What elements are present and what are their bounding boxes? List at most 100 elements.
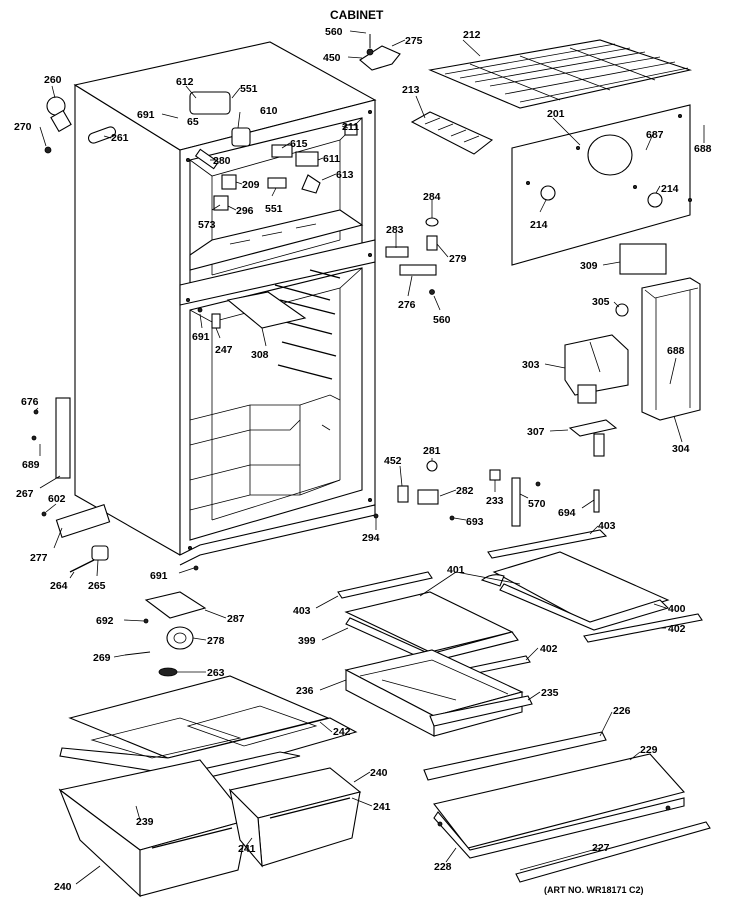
callout-label: 239 [136, 816, 154, 828]
callout-label: 296 [236, 205, 254, 217]
callout-label: 261 [111, 132, 129, 144]
callout-label: 309 [580, 260, 598, 272]
wire-shelf-icon [428, 39, 693, 109]
callout-label: 303 [522, 359, 540, 371]
callout-label: 277 [30, 552, 48, 564]
callout-label: 688 [694, 143, 712, 155]
callout-label: 602 [48, 493, 66, 505]
callout-label: 212 [463, 29, 481, 41]
callout-label: 240 [370, 767, 388, 779]
callout-label: 401 [447, 564, 465, 576]
callout-label: 275 [405, 35, 423, 47]
callout-label: 693 [466, 516, 484, 528]
clip-icon [197, 307, 221, 329]
callout-label: 213 [402, 84, 420, 96]
leveling-leg-icon [69, 545, 199, 573]
callout-label: 263 [207, 667, 225, 679]
callout-label: 279 [449, 253, 467, 265]
callout-label: 241 [373, 801, 391, 813]
evaporator-cover-icon [511, 104, 693, 266]
callout-label: 226 [613, 705, 631, 717]
callout-label: 287 [227, 613, 245, 625]
callout-label: 308 [251, 349, 269, 361]
control-assembly-icon [189, 91, 358, 211]
callout-label: 270 [14, 121, 32, 133]
callout-label: 612 [176, 76, 194, 88]
callout-label: 692 [96, 615, 114, 627]
callout-label: 610 [260, 105, 278, 117]
ice-tray-icon [410, 111, 494, 155]
callout-label: 305 [592, 296, 610, 308]
callout-label: 304 [672, 443, 690, 455]
callout-label: 65 [187, 116, 199, 128]
callout-label: 687 [646, 129, 664, 141]
callout-label: 688 [667, 345, 685, 357]
art-number: (ART NO. WR18171 C2) [544, 885, 644, 895]
callout-label: 573 [198, 219, 216, 231]
leader-lines [35, 30, 705, 885]
callout-label: 282 [456, 485, 474, 497]
callout-label: 691 [192, 331, 210, 343]
water-valve-icon [44, 96, 72, 154]
callout-label: 402 [668, 623, 686, 635]
callout-label: 570 [528, 498, 546, 510]
callout-label: 227 [592, 842, 610, 854]
callout-label: 284 [423, 191, 441, 203]
callout-label: 691 [150, 570, 168, 582]
callout-label: 294 [362, 532, 380, 544]
callout-label: 264 [50, 580, 68, 592]
bottom-shelf-icon [423, 731, 711, 883]
callout-label: 307 [527, 426, 545, 438]
callout-label: 240 [54, 881, 72, 893]
callout-label: 241 [238, 843, 256, 855]
callout-label: 228 [434, 861, 452, 873]
callout-label: 551 [265, 203, 283, 215]
callout-label: 242 [333, 726, 351, 738]
side-bracket-icon [31, 397, 111, 538]
callout-label: 450 [323, 52, 341, 64]
callout-label: 214 [661, 183, 679, 195]
crisper-drawer-icon [344, 649, 533, 737]
callout-label: 247 [215, 344, 233, 356]
callout-label: 560 [433, 314, 451, 326]
callout-label: 694 [558, 507, 576, 519]
rating-label-icon [619, 243, 667, 275]
callout-label: 233 [486, 495, 504, 507]
callout-label: 691 [137, 109, 155, 121]
callout-label: 400 [668, 603, 686, 615]
callout-label: 399 [298, 635, 316, 647]
callout-label: 267 [16, 488, 34, 500]
fan-motor-parts-icon [124, 591, 207, 677]
damper-control-icon [564, 303, 629, 457]
callout-label: 283 [386, 224, 404, 236]
top-hinge-icon [359, 34, 401, 71]
callout-label: 229 [640, 744, 658, 756]
callout-label: 269 [93, 652, 111, 664]
callout-label: 214 [530, 219, 548, 231]
callout-label: 211 [342, 121, 359, 133]
callout-label: 615 [290, 138, 308, 150]
callout-label: 402 [540, 643, 558, 655]
callout-label: 265 [88, 580, 106, 592]
callout-label: 560 [325, 26, 343, 38]
callout-label: 260 [44, 74, 62, 86]
callout-label: 403 [293, 605, 311, 617]
callout-label: 689 [22, 459, 40, 471]
callout-labels: 560 450 275 212 260 270 612 551 691 65 6… [14, 26, 712, 893]
refrigerator-cabinet-icon [73, 41, 377, 566]
callout-label: 551 [240, 83, 258, 95]
callout-label: 236 [296, 685, 314, 697]
callout-label: 209 [242, 179, 260, 191]
callout-label: 201 [547, 108, 565, 120]
callout-label: 611 [323, 153, 340, 165]
callout-label: 613 [336, 169, 354, 181]
callout-label: 676 [21, 396, 39, 408]
callout-label: 280 [213, 155, 231, 167]
callout-label: 278 [207, 635, 225, 647]
callout-label: 281 [423, 445, 441, 457]
callout-label: 452 [384, 455, 402, 467]
crisper-cover-icon [59, 675, 358, 797]
crisper-drawer-icon [58, 759, 362, 898]
callout-label: 235 [541, 687, 559, 699]
